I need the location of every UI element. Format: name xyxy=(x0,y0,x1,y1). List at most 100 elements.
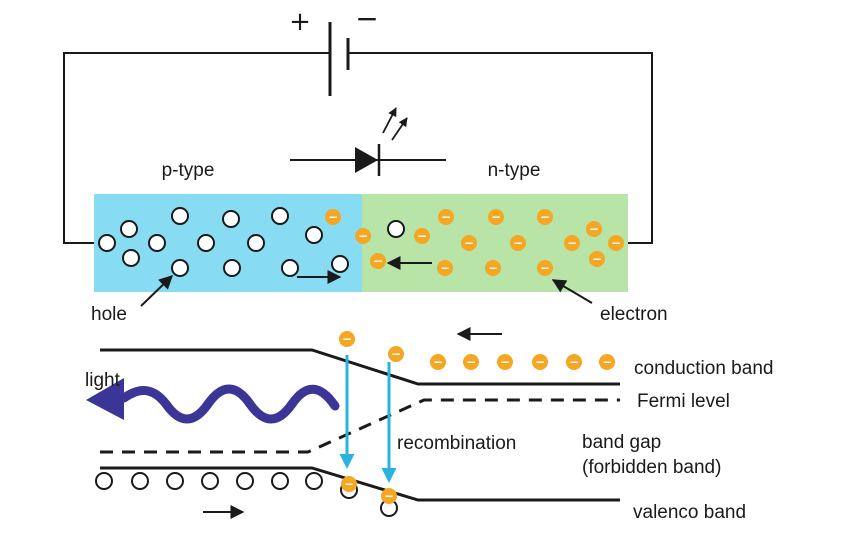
svg-text:−: − xyxy=(540,261,550,275)
fermi-level-line xyxy=(100,398,620,454)
conduction-electron: − xyxy=(339,331,355,347)
valence-band-label: valenco band xyxy=(633,502,746,523)
bar-holes xyxy=(98,207,405,277)
circuit-wire xyxy=(63,52,653,244)
svg-text:−: − xyxy=(373,254,383,268)
conduction-electron: − xyxy=(430,354,446,370)
svg-text:−: − xyxy=(589,222,599,236)
svg-text:−: − xyxy=(391,347,401,361)
electron: − xyxy=(438,209,454,225)
hole xyxy=(98,234,116,252)
n-type-label: n-type xyxy=(488,160,541,181)
electron: − xyxy=(586,221,602,237)
hole xyxy=(171,207,189,225)
electron: − xyxy=(564,235,580,251)
electron: − xyxy=(537,209,553,225)
svg-text:−: − xyxy=(567,236,577,250)
conduction-electron: − xyxy=(497,354,513,370)
hole-pointer-arrow xyxy=(140,275,174,307)
svg-text:−: − xyxy=(491,210,501,224)
conduction-electron: − xyxy=(532,354,548,370)
hole xyxy=(331,255,349,273)
svg-text:−: − xyxy=(328,210,338,224)
conduction-electron: − xyxy=(388,346,404,362)
band-electrons: − − − − − − − − − − xyxy=(339,331,615,504)
svg-text:−: − xyxy=(535,355,545,369)
svg-text:−: − xyxy=(384,489,394,503)
svg-text:−: − xyxy=(592,252,602,266)
electron: − xyxy=(510,235,526,251)
svg-text:−: − xyxy=(569,355,579,369)
hole xyxy=(148,234,166,252)
svg-text:−: − xyxy=(344,477,354,491)
electron: − xyxy=(537,260,553,276)
valence-hole xyxy=(271,472,289,490)
svg-text:−: − xyxy=(433,355,443,369)
conduction-band-line xyxy=(100,348,620,386)
battery-icon xyxy=(328,22,350,96)
electron: − xyxy=(414,228,430,244)
electron: − xyxy=(437,260,453,276)
svg-text:−: − xyxy=(466,355,476,369)
light-wave-icon xyxy=(86,378,340,424)
recombination-label: recombination xyxy=(397,433,516,454)
valence-hole xyxy=(95,472,113,490)
hole xyxy=(305,226,323,244)
valence-hole xyxy=(131,472,149,490)
svg-text:−: − xyxy=(417,229,427,243)
electron: − xyxy=(355,228,371,244)
diode-symbol-icon xyxy=(290,144,446,176)
hole xyxy=(122,249,140,267)
electron: − xyxy=(370,253,386,269)
hole xyxy=(281,259,299,277)
battery-minus-sign: − xyxy=(355,2,378,35)
conduction-electron: − xyxy=(599,354,615,370)
electron: − xyxy=(589,251,605,267)
valence-band-line xyxy=(100,466,620,502)
light-emission-arrows-icon xyxy=(382,107,408,141)
electron-label: electron xyxy=(600,304,668,325)
light-label: light xyxy=(85,370,121,391)
forbidden-band-label: (forbidden band) xyxy=(582,457,721,478)
svg-text:−: − xyxy=(500,355,510,369)
hole xyxy=(222,210,240,228)
electron: − xyxy=(485,260,501,276)
electron: − xyxy=(488,209,504,225)
hole-label: hole xyxy=(91,304,127,325)
hole xyxy=(387,220,405,238)
conduction-electron: − xyxy=(566,354,582,370)
fermi-level-label: Fermi level xyxy=(637,391,730,412)
svg-text:−: − xyxy=(513,236,523,250)
electron-pointer-arrow xyxy=(551,279,593,304)
band-gap-label: band gap xyxy=(582,432,661,453)
hole xyxy=(247,234,265,252)
recombining-electron: − xyxy=(341,476,357,492)
svg-text:−: − xyxy=(441,210,451,224)
svg-text:−: − xyxy=(540,210,550,224)
hole xyxy=(171,259,189,277)
svg-text:−: − xyxy=(611,236,621,250)
hole xyxy=(271,207,289,225)
valence-hole xyxy=(305,472,323,490)
battery-plus-sign: + xyxy=(289,7,311,37)
svg-text:−: − xyxy=(488,261,498,275)
hole xyxy=(197,234,215,252)
valence-hole xyxy=(236,472,254,490)
electron: − xyxy=(325,209,341,225)
valence-hole xyxy=(201,472,219,490)
bar-electrons: −−−−−−−−−−−−−−−− xyxy=(325,209,624,276)
recombining-electron: − xyxy=(381,488,397,504)
conduction-band-label: conduction band xyxy=(634,358,773,379)
p-type-label: p-type xyxy=(162,160,215,181)
svg-text:−: − xyxy=(440,261,450,275)
conduction-electron: − xyxy=(463,354,479,370)
svg-text:−: − xyxy=(358,229,368,243)
electron: − xyxy=(461,235,477,251)
hole xyxy=(223,259,241,277)
svg-text:−: − xyxy=(464,236,474,250)
valence-hole xyxy=(166,472,184,490)
electron: − xyxy=(608,235,624,251)
svg-text:−: − xyxy=(342,332,352,346)
svg-text:−: − xyxy=(602,355,612,369)
